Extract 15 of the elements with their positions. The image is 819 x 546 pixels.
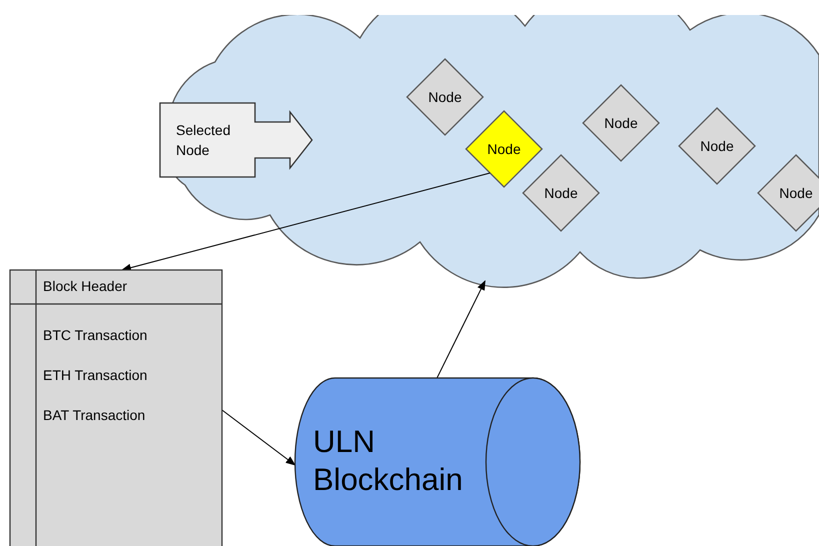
node-label: Node [427, 88, 463, 107]
node-label: Node [699, 137, 735, 156]
callout-label: Selected Node [176, 121, 232, 160]
header-text: Block Header [43, 277, 128, 296]
arrow [121, 172, 490, 272]
node-label: Node [543, 184, 579, 203]
node-label: Node [778, 184, 814, 203]
arrow [222, 410, 296, 466]
cylinder-label: ULN Blockchain [313, 423, 464, 499]
node-label: Node [486, 140, 522, 159]
node-label: Node [603, 114, 639, 133]
arrow [436, 280, 486, 378]
row-text: ETH Transaction [43, 366, 148, 385]
row-text: BTC Transaction [43, 326, 148, 345]
row-text: BAT Transaction [43, 406, 146, 425]
